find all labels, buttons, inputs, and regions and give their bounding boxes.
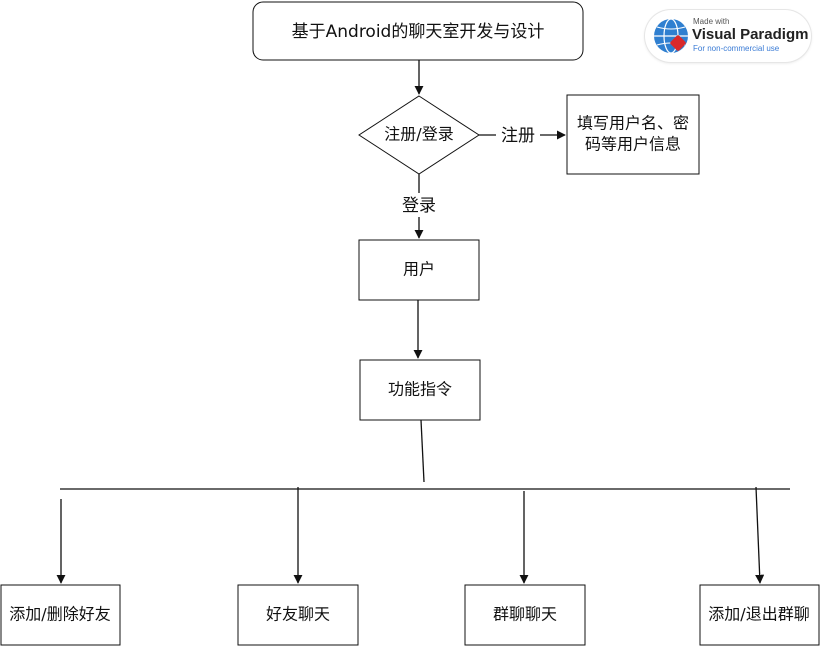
- register-info-node: 填写用户名、密 码等用户信息: [566, 94, 700, 175]
- leaf-node-group-chat: 群聊聊天: [464, 584, 586, 646]
- globe-logo-icon: [654, 18, 688, 54]
- decision-node: 注册/登录: [358, 95, 480, 175]
- functions-node: 功能指令: [359, 359, 481, 421]
- register-info-line-1: 填写用户名、密: [577, 114, 689, 133]
- leaf-node-friend-chat: 好友聊天: [237, 584, 359, 646]
- leaf-node-label: 添加/删除好友: [9, 605, 110, 624]
- watermark-brand: Visual Paradigm: [692, 26, 809, 43]
- leaf-node-join-leave-group: 添加/退出群聊: [699, 584, 820, 646]
- edge-branch-4: [755, 486, 765, 584]
- user-node-label: 用户: [403, 260, 435, 279]
- watermark-badge: Made with Visual Paradigm For non-commer…: [645, 10, 811, 62]
- edge-functions-trunk: [420, 419, 425, 483]
- user-node: 用户: [358, 239, 480, 301]
- functions-node-label: 功能指令: [388, 380, 452, 399]
- title-node-label: 基于Android的聊天室开发与设计: [292, 22, 545, 42]
- decision-node-label: 注册/登录: [384, 125, 453, 144]
- watermark-made-with: Made with: [693, 17, 730, 26]
- register-info-line-2: 码等用户信息: [585, 135, 681, 154]
- leaf-node-label: 群聊聊天: [493, 605, 557, 624]
- leaf-node-add-remove-friend: 添加/删除好友: [0, 584, 121, 646]
- register-edge-label: 注册: [501, 126, 535, 146]
- leaf-node-label: 好友聊天: [266, 605, 330, 624]
- login-edge-label: 登录: [402, 196, 436, 216]
- title-node: 基于Android的聊天室开发与设计: [252, 1, 584, 61]
- watermark-sub: For non-commercial use: [693, 44, 780, 53]
- login-label-bg: [396, 193, 442, 217]
- register-label-bg: [496, 124, 540, 146]
- leaf-node-label: 添加/退出群聊: [708, 605, 809, 624]
